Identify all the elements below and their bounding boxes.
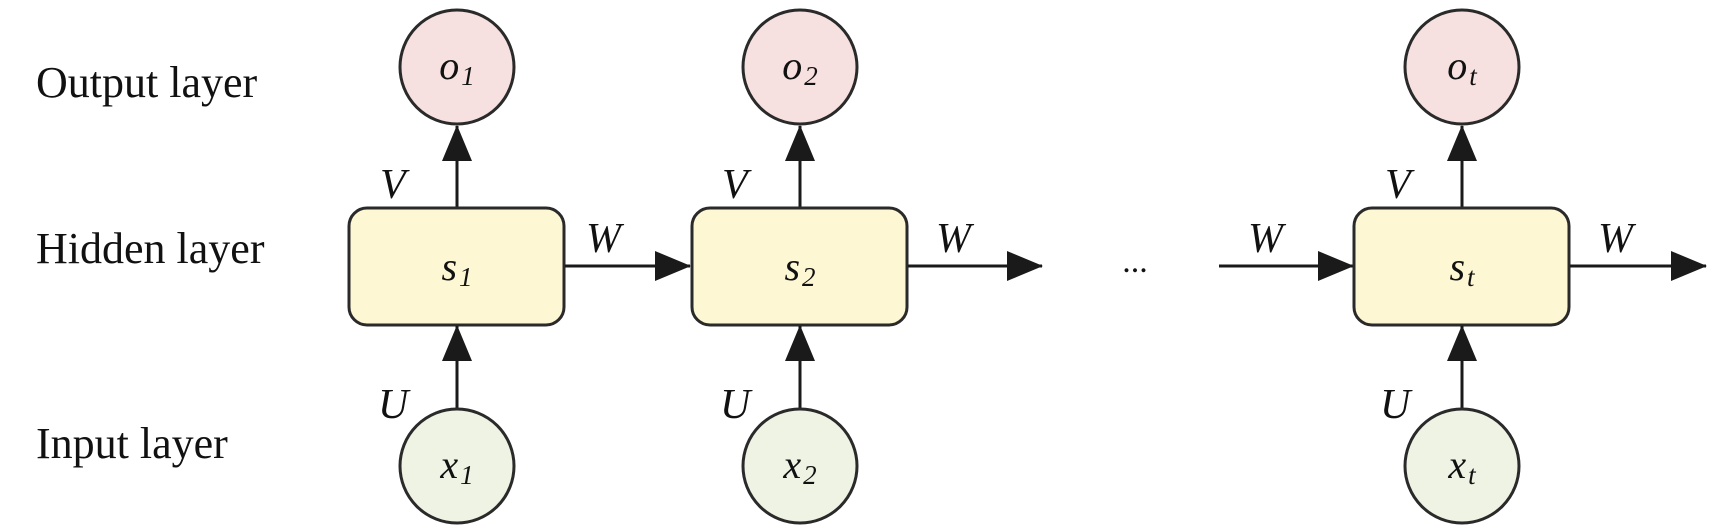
input-node-t-label: xt — [1447, 442, 1477, 490]
weight-u-2: U — [720, 382, 753, 428]
weight-w-2: W — [936, 216, 975, 262]
weight-w-3: W — [1248, 216, 1287, 262]
output-node-2 — [741, 8, 859, 126]
input-node-2-label: x2 — [782, 442, 816, 490]
time-step-t: ot V st U xt — [1352, 8, 1571, 525]
hidden-layer-label: Hidden layer — [36, 224, 265, 273]
output-node-t — [1403, 8, 1521, 126]
input-node-1 — [398, 407, 516, 525]
input-node-2 — [741, 407, 859, 525]
weight-v-2: V — [722, 162, 752, 208]
weight-v-1: V — [380, 162, 410, 208]
weight-w-t: W — [1598, 216, 1637, 262]
output-node-1-label: o1 — [439, 43, 475, 91]
input-node-1-label: x1 — [439, 442, 473, 490]
hidden-node-t-label: st — [1449, 244, 1476, 292]
weight-u-1: U — [378, 382, 411, 428]
ellipsis: ... — [1122, 243, 1148, 280]
output-node-2-label: o2 — [782, 43, 818, 91]
weight-u-t: U — [1380, 382, 1413, 428]
time-step-2: o2 V s2 U x2 — [690, 8, 909, 525]
input-node-t — [1403, 407, 1521, 525]
input-layer-label: Input layer — [36, 419, 228, 468]
weight-w-1: W — [586, 216, 625, 262]
time-step-1: o1 V s1 U x1 — [347, 8, 566, 525]
hidden-node-2-label: s2 — [784, 244, 815, 292]
weight-v-t: V — [1385, 162, 1415, 208]
output-layer-label: Output layer — [36, 58, 258, 107]
output-node-1 — [398, 8, 516, 126]
output-node-t-label: ot — [1447, 43, 1478, 91]
hidden-node-1-label: s1 — [441, 244, 472, 292]
